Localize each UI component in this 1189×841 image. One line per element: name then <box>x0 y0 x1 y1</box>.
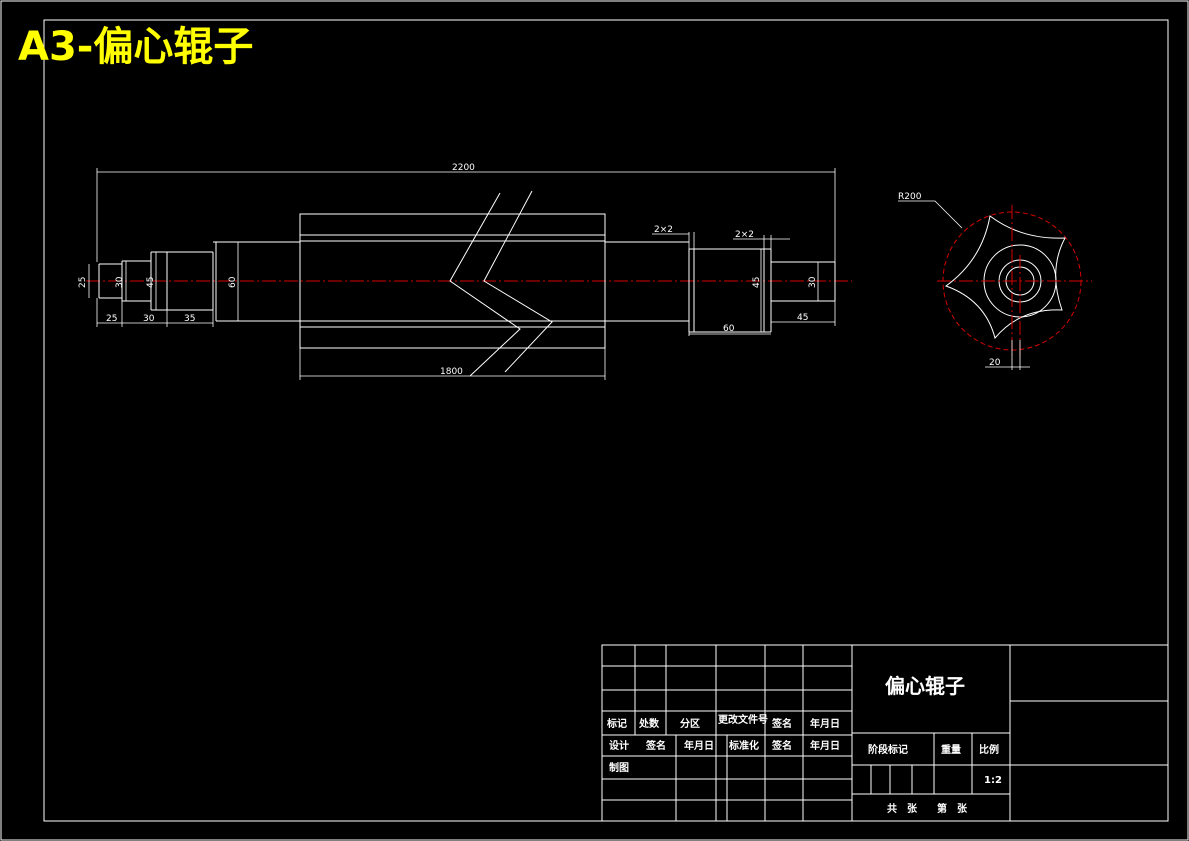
label-scale: 比例 <box>979 743 999 756</box>
roller-body <box>299 213 606 349</box>
label-sign1: 签名 <box>771 717 792 730</box>
label-design: 设计 <box>609 739 629 752</box>
part-name: 偏心辊子 <box>885 674 965 698</box>
scale-value: 1:2 <box>984 775 1002 786</box>
dim-len-25: 25 <box>106 314 117 324</box>
label-date3: 年月日 <box>810 739 840 752</box>
dim-overall-length: 2200 <box>452 163 475 173</box>
label-mark: 标记 <box>606 717 627 730</box>
dim-len-45: 45 <box>797 313 808 323</box>
inner-frame <box>43 19 1169 822</box>
label-count: 处数 <box>638 717 660 730</box>
title-block: 偏心辊子 标记 处数 分区 更改文件号 签名 年月日 设计 签名 年月日 标准化… <box>601 644 1169 822</box>
dim-dia-45-right: 45 <box>752 277 762 288</box>
dim-chamfer-left: 2×2 <box>654 225 673 235</box>
label-standard: 标准化 <box>728 739 759 752</box>
break-line-1 <box>449 192 521 377</box>
label-zone: 分区 <box>680 717 700 730</box>
dim-len-30: 30 <box>143 314 155 324</box>
dim-radius: R200 <box>898 192 922 202</box>
dim-len-35: 35 <box>184 314 195 324</box>
label-sign2: 签名 <box>645 739 666 752</box>
label-change-doc: 更改文件号 <box>718 713 768 726</box>
eccentric-profile <box>944 215 1066 340</box>
label-sign3: 签名 <box>771 739 792 752</box>
dim-dia-30-left: 30 <box>115 276 125 288</box>
dim-dia-30-right: 30 <box>808 276 818 288</box>
sheet-count: 共 张 第 张 <box>887 802 968 815</box>
dim-dia-25: 25 <box>78 277 88 288</box>
side-view: R200 20 <box>898 192 1092 370</box>
label-drawn: 制图 <box>609 761 629 774</box>
dim-chamfer-right: 2×2 <box>735 230 754 240</box>
shaft-front-view <box>86 190 852 377</box>
dim-dia-45-left: 45 <box>146 277 156 288</box>
dim-dia-60: 60 <box>228 276 238 288</box>
front-view-dimensions: 2200 1800 25 30 35 25 30 45 60 2×2 2×2 <box>78 163 836 380</box>
dim-roller-length: 1800 <box>440 367 463 377</box>
label-stage-mark: 阶段标记 <box>868 743 908 756</box>
label-date1: 年月日 <box>810 717 840 730</box>
dim-offset: 20 <box>989 358 1001 368</box>
label-date2: 年月日 <box>684 739 714 752</box>
sheet-title: A3-偏心辊子 <box>18 24 253 70</box>
break-line-2 <box>483 190 553 373</box>
label-weight: 重量 <box>941 743 961 756</box>
dim-len-60: 60 <box>723 324 735 334</box>
